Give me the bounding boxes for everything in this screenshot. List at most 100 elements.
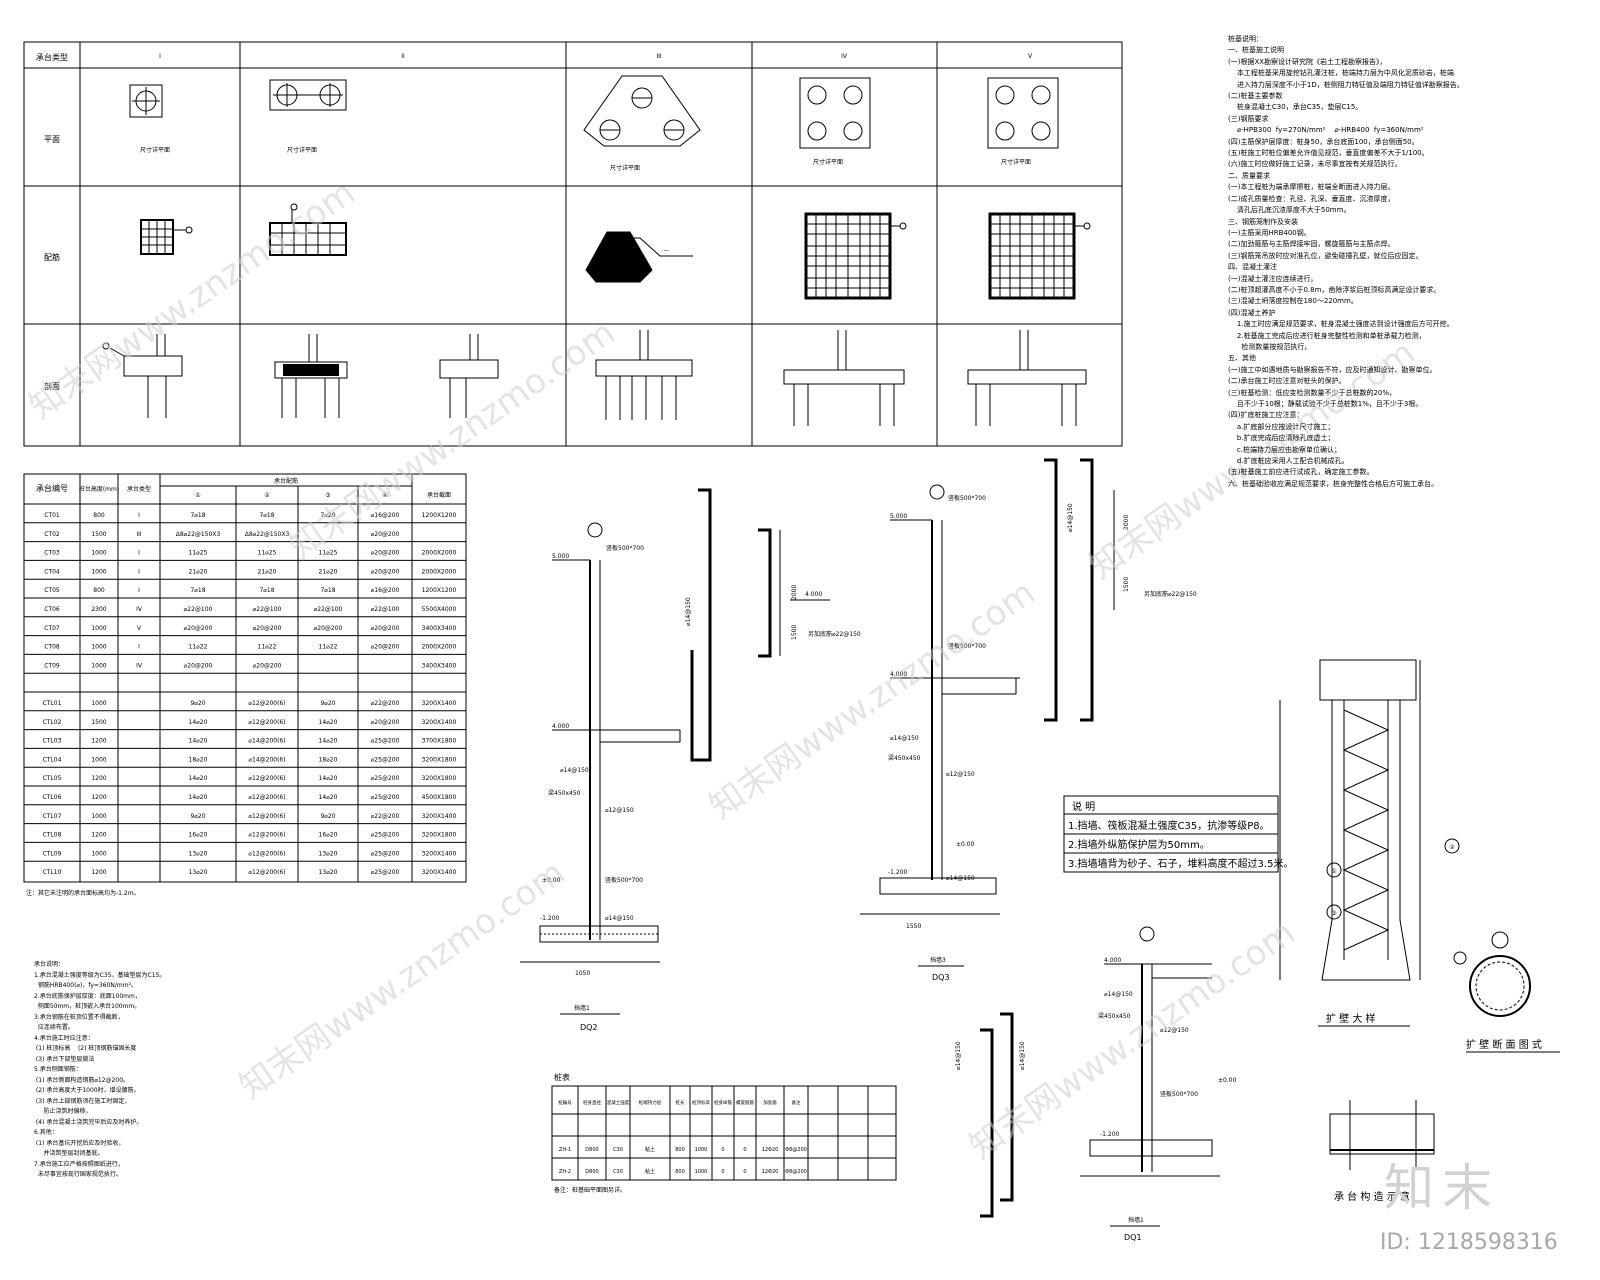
cap-cell: V — [137, 625, 142, 632]
cap-cell: ⌀25@200 — [371, 832, 400, 839]
cap-cell: 7⌀18 — [190, 587, 205, 594]
svg-text:尺寸详平面: 尺寸详平面 — [1001, 158, 1031, 166]
type-header-4: IV — [841, 53, 848, 60]
type-header-3: III — [656, 53, 662, 60]
cap-cell: ⌀20@200 — [253, 625, 282, 632]
svg-text:另加底筋⌀22@150: 另加底筋⌀22@150 — [1144, 590, 1197, 598]
row-label-rebar: 配筋 — [44, 252, 60, 262]
cap-cell: CTL03 — [43, 738, 62, 745]
pile-table-header: 桩编号桩身直径混凝土强度桩端持力层桩长桩顶标高桩身纵筋螺旋箍筋加劲箍备注 — [558, 1099, 801, 1106]
svg-text:⌀14@150: ⌀14@150 — [1019, 1041, 1026, 1070]
cap-cell: 21⌀20 — [189, 568, 208, 575]
cap-cell: CTL10 — [43, 869, 62, 876]
pile-cell: C30 — [613, 1147, 623, 1153]
pile-header-cell: 加劲箍 — [763, 1099, 777, 1106]
cap-cell: 2000X2000 — [422, 644, 457, 651]
svg-text:尺寸详平面: 尺寸详平面 — [287, 146, 317, 154]
cap-cell: 1200 — [91, 775, 106, 782]
type-header-label: 承台类型 — [36, 52, 68, 62]
cap-cell: 3400X3400 — [422, 662, 457, 669]
rebar-type-1 — [140, 219, 193, 255]
dq3-code: DQ3 — [932, 973, 950, 982]
cap-cell: 9⌀20 — [320, 700, 335, 707]
cap-cell: ⌀12@200(6) — [248, 813, 285, 820]
cap-cell: 1000 — [91, 568, 106, 575]
cap-cell: 3200X1800 — [422, 832, 457, 839]
cap-cell: IV — [136, 606, 143, 613]
cap-cell: ⌀20@200 — [371, 531, 400, 538]
svg-text:4.000: 4.000 — [552, 723, 569, 730]
cap-cell: 14⌀20 — [189, 794, 208, 801]
svg-text:3.挡墙墙背为砂子、石子，堆料高度不超过3.5米。: 3.挡墙墙背为砂子、石子，堆料高度不超过3.5米。 — [1068, 857, 1293, 870]
svg-text:⌀14@150: ⌀14@150 — [1104, 991, 1133, 998]
pile-cell: 800 — [675, 1147, 685, 1153]
cap-cell: 1000 — [91, 756, 106, 763]
svg-text:知末网www.znzmo.com: 知末网www.znzmo.com — [282, 313, 622, 568]
cap-cell: 11⌀22 — [258, 644, 277, 651]
cap-cell: ⌀25@200 — [371, 738, 400, 745]
cap-cell: CTL06 — [43, 794, 62, 801]
cap-cell: CT09 — [44, 662, 60, 669]
cap-cell: 14⌀20 — [319, 719, 338, 726]
cap-cell: ⌀22@100 — [253, 606, 282, 613]
cap-header-type: 承台类型 — [127, 485, 151, 493]
image-id: ID: 1218598316 — [1380, 1230, 1558, 1255]
svg-text:2000: 2000 — [791, 585, 798, 600]
rebar-type-4 — [804, 212, 907, 300]
cap-cell: 11⌀25 — [319, 550, 338, 557]
cap-cell: ⌀12@200(6) — [248, 869, 285, 876]
rebar-type-3: — — [585, 231, 693, 283]
svg-text:-1.200: -1.200 — [540, 915, 560, 922]
cap-cell: ⌀25@200 — [371, 756, 400, 763]
svg-text:③: ③ — [325, 492, 330, 499]
cap-type-table: 承台类型 I II III IV V 平面 配筋 剖面 尺寸详平面 尺寸详平面 … — [23, 41, 1123, 447]
plan-type-3: 尺寸详平面 — [583, 75, 701, 172]
cap-cell: 1000 — [91, 662, 106, 669]
cap-header-rebar: 承台配筋 — [274, 477, 298, 485]
cap-cell: 1200 — [91, 869, 106, 876]
pile-cell: ZH-1 — [559, 1147, 571, 1153]
retaining-wall-dq3: 5.000 4.000 ±0.00 -1.200 1550 挡墙3 DQ3 竖板… — [860, 458, 1197, 982]
cap-cell: CT04 — [44, 568, 60, 575]
cap-cell: I — [138, 512, 140, 519]
plan-type-5: 尺寸详平面 — [987, 77, 1059, 166]
svg-text:⌀14@150: ⌀14@150 — [560, 767, 589, 774]
cap-cell: 9⌀20 — [190, 700, 205, 707]
cap-cell: ⌀25@200 — [371, 869, 400, 876]
cap-cell: 1000 — [91, 550, 106, 557]
section-type-1 — [102, 334, 183, 418]
svg-text:竖板500*700: 竖板500*700 — [1160, 1090, 1198, 1098]
pile-table-title: 桩表 — [554, 1072, 570, 1082]
cap-cell: 14⌀20 — [319, 738, 338, 745]
svg-text:挡墙1: 挡墙1 — [1128, 1216, 1144, 1224]
svg-text:—: — — [664, 248, 669, 254]
cap-cell: CT03 — [44, 550, 60, 557]
svg-text:竖板500*700: 竖板500*700 — [948, 642, 986, 650]
cap-cell: I — [138, 550, 140, 557]
svg-text:2.挡墙外纵筋保护层为50mm。: 2.挡墙外纵筋保护层为50mm。 — [1068, 838, 1210, 851]
cap-cell: 1200 — [91, 738, 106, 745]
svg-text:②: ② — [1449, 844, 1455, 851]
pile-header-cell: 备注 — [792, 1099, 801, 1106]
cap-cell: 1200 — [91, 794, 106, 801]
cap-cell: 4500X1800 — [422, 794, 457, 801]
cap-cell: 1200X1200 — [422, 512, 457, 519]
cap-cell: 14⌀20 — [319, 775, 338, 782]
pile-header-cell: 桩身纵筋 — [714, 1099, 732, 1106]
svg-text:⌀14@150: ⌀14@150 — [1067, 503, 1074, 532]
cap-cell: ⌀22@200 — [371, 700, 400, 707]
pile-cell: ZH-2 — [559, 1169, 571, 1175]
svg-text:±0.00: ±0.00 — [1218, 1077, 1237, 1084]
svg-text:梁450x450: 梁450x450 — [548, 789, 581, 797]
svg-text:1.挡墙、筏板混凝土强度C35，抗渗等级P8。: 1.挡墙、筏板混凝土强度C35，抗渗等级P8。 — [1068, 819, 1270, 832]
svg-text:-1.200: -1.200 — [1100, 1131, 1120, 1138]
svg-text:竖板500*700: 竖板500*700 — [948, 494, 986, 502]
cap-cell: CT07 — [44, 625, 60, 632]
cap-cell: 7⌀18 — [259, 512, 274, 519]
pile-cell: 0 — [721, 1147, 724, 1153]
pile-cell: 12Φ20 — [762, 1147, 779, 1153]
cap-cell: Δ8⌀22@150X3 — [176, 531, 221, 538]
svg-text:1050: 1050 — [575, 970, 590, 977]
cap-cell: 14⌀20 — [189, 719, 208, 726]
